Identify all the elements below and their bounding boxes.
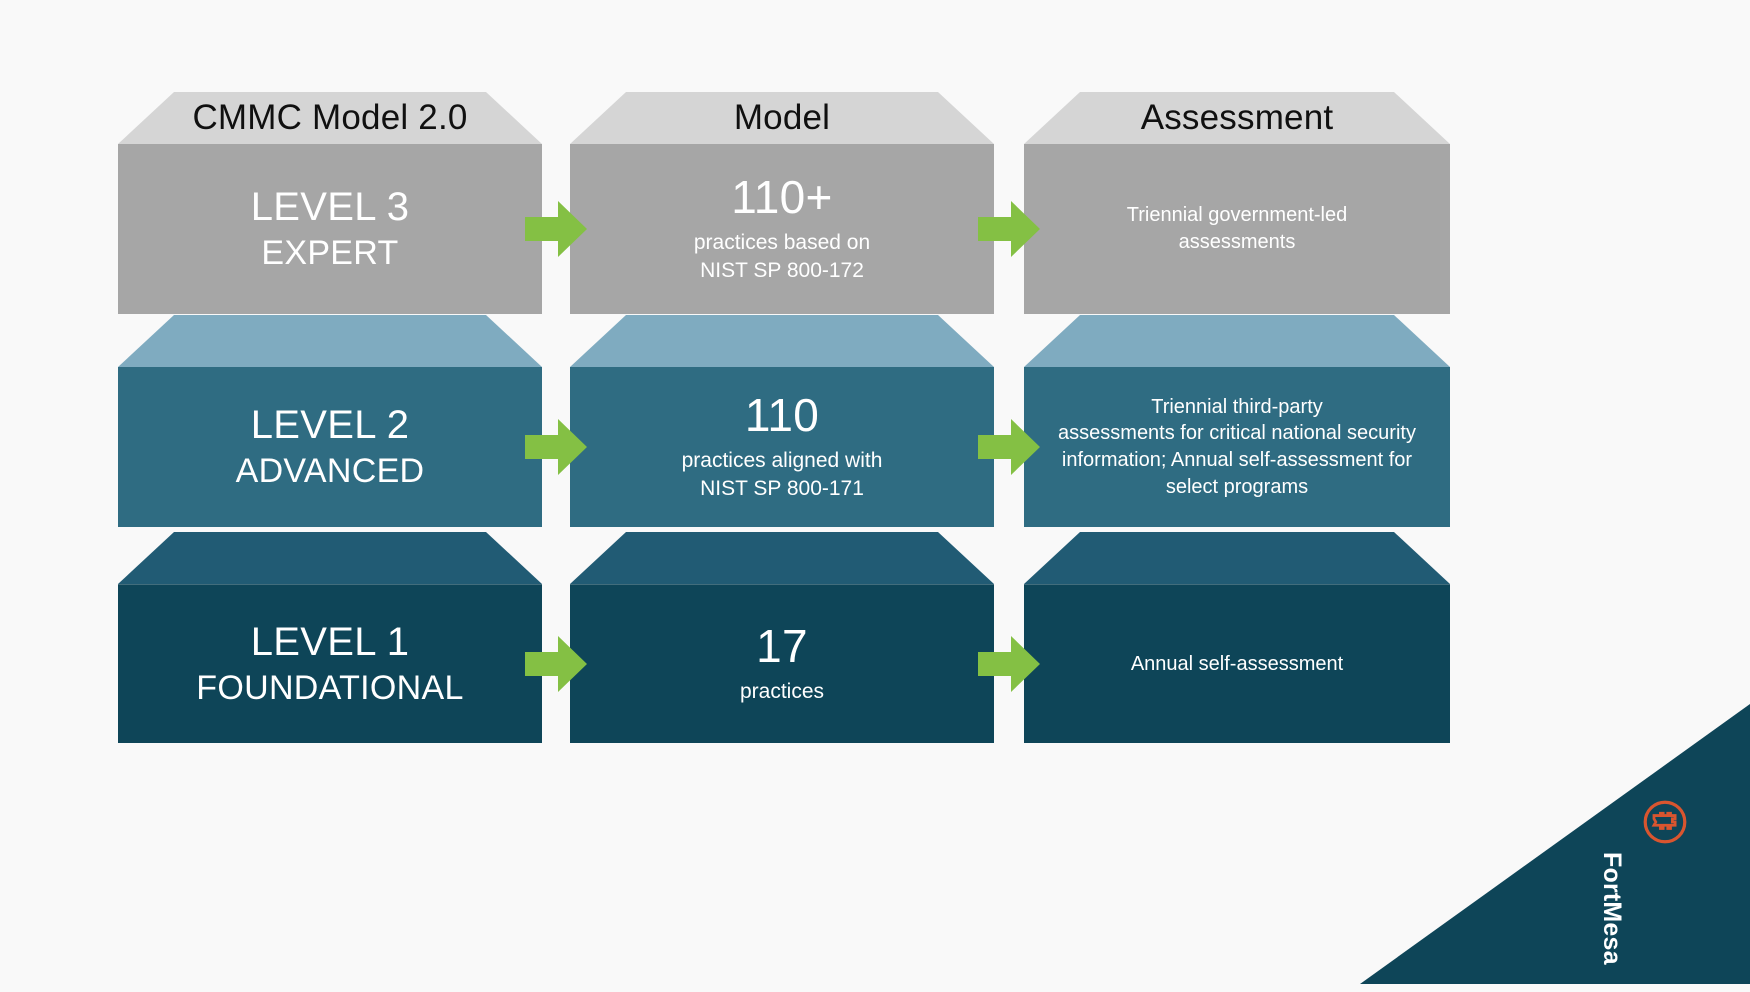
trapezoid-cap [1024, 315, 1450, 367]
arrow-right-icon [525, 634, 587, 694]
fortmesa-fort-logo-icon [1643, 800, 1687, 844]
brand-corner-triangle [1360, 704, 1750, 984]
arrow-right-icon [978, 417, 1040, 477]
cell-cap-level-1-model-2-0 [118, 532, 542, 584]
arrow-right-glyph [525, 201, 587, 257]
trapezoid-cap [118, 532, 542, 584]
practice-count: 110 [744, 388, 820, 441]
arrow-right-glyph [525, 635, 587, 692]
cell-cap-level-2-model [570, 315, 994, 367]
level-name: ADVANCED [235, 451, 425, 490]
arrow-right-icon [525, 417, 587, 477]
brand-corner: FortMesa [1360, 704, 1750, 984]
trapezoid-cap [570, 92, 994, 144]
column-header-model: Model [733, 98, 831, 137]
cell-cap-level-3-model: Model [570, 92, 994, 144]
assessment-note: Annual self-assessment [1130, 652, 1344, 675]
level-number: LEVEL 3 [250, 185, 410, 230]
trapezoid-cap [1024, 532, 1450, 584]
arrow-right-icon [978, 634, 1040, 694]
arrow-right-glyph [978, 635, 1040, 692]
arrow-right-icon [978, 199, 1040, 259]
trapezoid-cap [570, 532, 994, 584]
trapezoid-cap [1024, 92, 1450, 144]
cell-cap-level-3-model-2-0: CMMC Model 2.0 [118, 92, 542, 144]
column-header-assessment: Assessment [1140, 98, 1334, 137]
cell-cap-level-1-model [570, 532, 994, 584]
trapezoid-cap [570, 315, 994, 367]
practice-note: practices [739, 680, 825, 704]
level-name: FOUNDATIONAL [196, 668, 464, 707]
level-name: EXPERT [261, 233, 399, 272]
cell-cap-level-1-assessment [1024, 532, 1450, 584]
cell-cap-level-2-assessment [1024, 315, 1450, 367]
cell-cap-level-2-model-2-0 [118, 315, 542, 367]
practice-count: 17 [756, 619, 808, 672]
trapezoid-cap [118, 92, 542, 144]
arrow-right-glyph [978, 201, 1040, 257]
arrow-right-glyph [978, 419, 1040, 475]
level-number: LEVEL 1 [250, 620, 410, 665]
arrow-right-icon [525, 199, 587, 259]
cell-body-level-1-model: 17 practices [570, 584, 994, 743]
cell-cap-level-3-assessment: Assessment [1024, 92, 1450, 144]
level-number: LEVEL 2 [250, 403, 410, 448]
brand-name: FortMesa [1598, 852, 1626, 965]
column-header-model-2-0: CMMC Model 2.0 [192, 98, 468, 137]
arrow-right-glyph [525, 419, 587, 475]
trapezoid-cap [118, 315, 542, 367]
cell-body-level-1-assessment: Annual self-assessment [1024, 584, 1450, 743]
practice-count: 110+ [731, 170, 833, 223]
